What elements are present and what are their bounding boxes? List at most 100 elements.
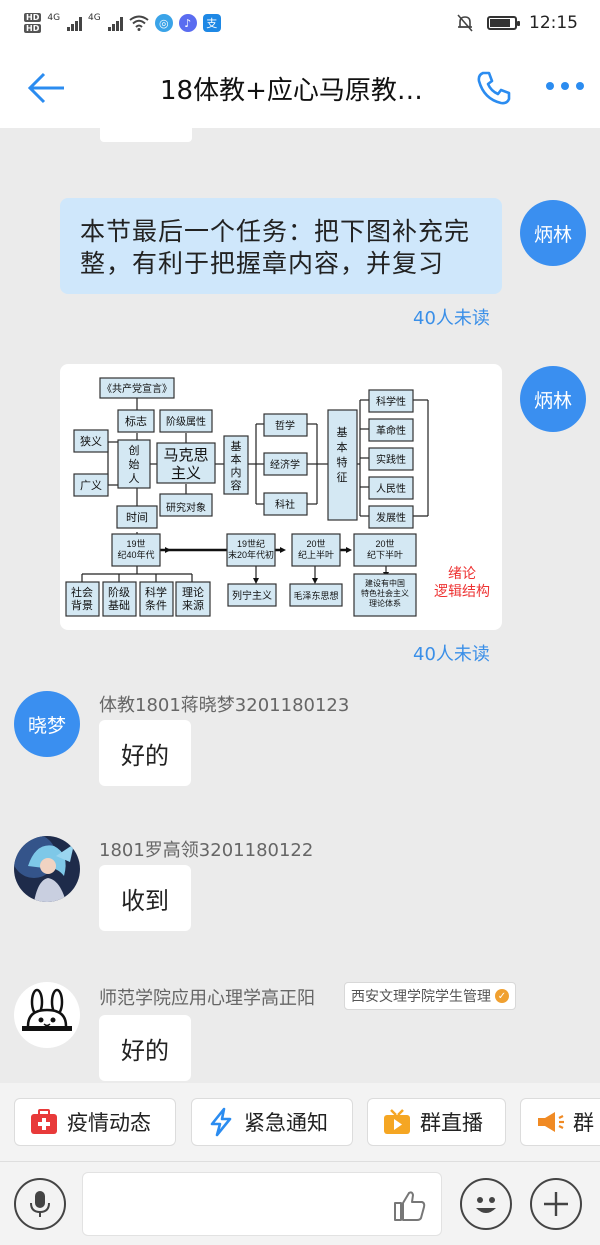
my-message-bubble[interactable]: 本节最后一个任务：把下图补充完整，有利于把握章内容，并复习	[60, 198, 502, 294]
quick-actions-bar: 疫情动态 紧急通知 群直播 群	[0, 1083, 600, 1161]
microphone-icon	[30, 1191, 50, 1217]
avatar[interactable]	[14, 982, 80, 1048]
quick-action-group[interactable]: 群	[520, 1098, 600, 1146]
hd-icon: HD HD	[24, 13, 42, 33]
unread-count[interactable]: 40人未读	[413, 644, 490, 665]
music-app-icon: ♪	[178, 14, 197, 32]
message-bubble-partial	[100, 128, 192, 142]
more-options-icon[interactable]	[546, 82, 584, 90]
emoji-icon	[476, 1197, 496, 1213]
chat-header: 18体教+应心马原教…	[0, 46, 600, 128]
diagram-label: 科社	[275, 498, 295, 511]
battery-icon	[487, 16, 520, 30]
signal-icon	[107, 15, 123, 31]
diagram-label-multiline: 20世纪上半叶	[298, 538, 334, 560]
diagram-label: 经济学	[270, 458, 300, 471]
avatar[interactable]: 炳林	[520, 200, 586, 266]
avatar-label: 炳林	[533, 389, 572, 412]
diagram-label: 发展性	[376, 511, 406, 524]
quick-action-epidemic[interactable]: 疫情动态	[14, 1098, 176, 1146]
diagram-label: 列宁主义	[232, 589, 272, 602]
quick-action-label: 紧急通知	[244, 1111, 328, 1135]
diagram-label-vertical: 基本特征	[337, 426, 348, 484]
message-bubble[interactable]: 收到	[99, 865, 191, 931]
lightning-icon	[206, 1107, 236, 1137]
phone-call-icon[interactable]	[474, 68, 514, 108]
message-text: 收到	[121, 886, 169, 915]
diagram-label-multiline: 20世纪下半叶	[367, 538, 403, 560]
unread-count[interactable]: 40人未读	[413, 308, 490, 329]
org-tag-label: 西安文理学院学生管理	[351, 989, 491, 1005]
diagram-annotation: 逻辑结构	[434, 583, 490, 599]
diagram-label: 科学性	[376, 395, 406, 408]
sender-name[interactable]: 师范学院应用心理学高正阳	[99, 988, 315, 1009]
diagram-label: 标志	[125, 414, 147, 428]
org-tag[interactable]: 西安文理学院学生管理 ✓	[344, 982, 516, 1010]
signal-icon	[67, 15, 83, 31]
megaphone-icon	[535, 1107, 565, 1137]
diagram-label: 时间	[126, 511, 148, 524]
emoji-button[interactable]	[460, 1178, 512, 1230]
message-text: 好的	[121, 741, 169, 770]
diagram-label: 毛泽东思想	[293, 590, 338, 601]
diagram-annotation: 绪论	[448, 565, 476, 581]
network-label: 4G	[47, 13, 61, 23]
network-label: 4G	[88, 13, 101, 23]
verified-badge-icon: ✓	[495, 989, 509, 1003]
chat-title: 18体教+应心马原教…	[160, 76, 423, 106]
back-arrow-icon[interactable]	[24, 68, 68, 108]
quick-action-urgent[interactable]: 紧急通知	[191, 1098, 353, 1146]
input-bar	[0, 1161, 600, 1245]
image-message[interactable]: 《共产党宣言》 标志 阶级属性 狭义 广义 研究对象 时间 哲学 经济学 科社 …	[60, 364, 502, 630]
status-bar: HD HD 4G 4G ◎ ♪ 支 12:15	[0, 0, 600, 46]
message-text: 好的	[121, 1036, 169, 1065]
clock: 12:15	[529, 13, 578, 33]
avatar-label: 晓梦	[27, 714, 66, 737]
avatar[interactable]: 炳林	[520, 366, 586, 432]
diagram-label: 广义	[80, 479, 102, 492]
message-bubble[interactable]: 好的	[99, 1015, 191, 1081]
message-bubble[interactable]: 好的	[99, 720, 191, 786]
diagram-label: 实践性	[376, 453, 406, 466]
avatar[interactable]: 晓梦	[14, 691, 80, 757]
diagram-label-multiline: 科学条件	[145, 585, 167, 612]
quick-action-label: 群直播	[420, 1111, 483, 1135]
diagram-label-vertical: 基本内容	[231, 440, 242, 492]
diagram-label-multiline: 社会背景	[71, 585, 93, 612]
diagram-label-multiline: 建设有中国特色社会主义理论体系	[361, 578, 409, 608]
diagram-label: 哲学	[275, 419, 295, 432]
wifi-icon	[129, 15, 149, 31]
diagram-label-vertical: 创始人	[129, 444, 140, 485]
diagram-label-multiline: 阶级基础	[108, 585, 130, 612]
quick-action-label: 疫情动态	[67, 1111, 151, 1135]
diagram-label: 阶级属性	[166, 415, 206, 428]
message-input[interactable]	[82, 1172, 442, 1236]
quick-action-live[interactable]: 群直播	[367, 1098, 506, 1146]
diagram-label-multiline: 马克思主义	[163, 447, 208, 482]
plus-icon	[544, 1192, 568, 1216]
first-aid-icon	[29, 1107, 59, 1137]
diagram-label-multiline: 理论来源	[182, 585, 204, 612]
quick-action-label: 群	[573, 1111, 594, 1135]
voice-input-button[interactable]	[14, 1178, 66, 1230]
mute-bell-icon	[457, 14, 473, 32]
diagram-label-multiline: 19世纪40年代	[117, 538, 154, 560]
diagram-label: 革命性	[376, 424, 406, 437]
sender-name[interactable]: 体教1801蒋晓梦3201180123	[99, 695, 350, 716]
message-text: 本节最后一个任务：把下图补充完整，有利于把握章内容，并复习	[80, 217, 471, 278]
avatar-label: 炳林	[533, 223, 572, 246]
logic-structure-diagram: 《共产党宣言》 标志 阶级属性 狭义 广义 研究对象 时间 哲学 经济学 科社 …	[65, 377, 490, 617]
sender-name[interactable]: 1801罗高领3201180122	[99, 840, 314, 861]
diagram-label: 人民性	[376, 482, 406, 495]
thumbs-up-icon[interactable]	[391, 1187, 427, 1223]
add-more-button[interactable]	[530, 1178, 582, 1230]
diagram-label-multiline: 19世纪末20年代初	[228, 538, 274, 560]
alipay-icon: 支	[202, 14, 221, 32]
diagram-label: 研究对象	[166, 501, 206, 514]
diagram-label: 狭义	[80, 435, 102, 448]
hd-label: HD	[24, 24, 42, 33]
avatar[interactable]	[14, 836, 80, 902]
tv-live-icon	[382, 1107, 412, 1137]
app-notification-icon: ◎	[154, 14, 173, 32]
diagram-label: 《共产党宣言》	[102, 382, 172, 395]
